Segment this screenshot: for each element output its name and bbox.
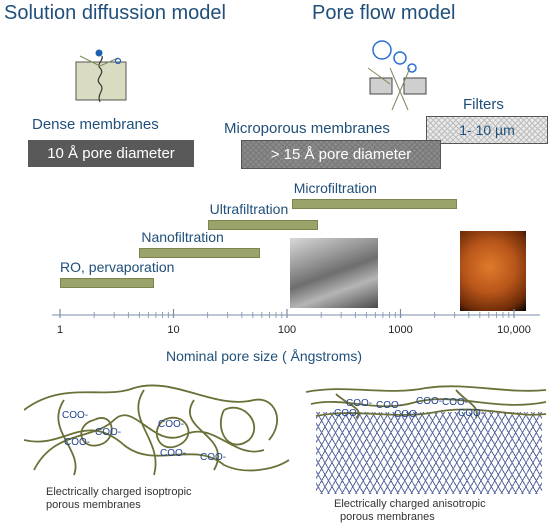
isotropic-network-illustration xyxy=(24,384,290,476)
range-bar-label-2: Nanofiltration xyxy=(141,229,224,245)
anisotropic-caption-line2: porous membranes xyxy=(340,511,435,523)
range-bar-label-4: Microfiltration xyxy=(293,180,377,196)
coo-label-5: COO- xyxy=(160,448,187,459)
coo-label-13: COO- xyxy=(458,408,485,419)
dense-pore-text: 10 Å pore diameter xyxy=(47,145,175,162)
title-solution-diffusion: Solution diffussion model xyxy=(4,2,226,24)
coo-label-8: COO- xyxy=(376,400,403,411)
pore-flow-icon xyxy=(367,40,427,111)
range-bar-3 xyxy=(207,220,318,230)
micro-pore-text: > 15 Å pore diameter xyxy=(270,146,412,163)
range-bar-label-3: Ultrafiltration xyxy=(209,201,289,217)
anisotropic-support-layer xyxy=(316,412,542,494)
anisotropic-top-layer xyxy=(306,385,547,419)
tick-label-100: 100 xyxy=(277,324,297,336)
coo-label-12: COO- xyxy=(394,409,421,420)
tick-label-10000: 10,000 xyxy=(497,324,531,336)
tick-label-1: 1 xyxy=(56,324,64,336)
coo-label-4: COO- xyxy=(158,419,185,430)
coo-label-1: COO- xyxy=(62,410,89,421)
coo-label-6: COO- xyxy=(200,452,227,463)
coo-label-2: COO- xyxy=(95,427,122,438)
micro-pore-box: > 15 Å pore diameter xyxy=(241,140,441,169)
coo-label-9: COO- xyxy=(416,396,443,407)
dense-membrane-icon xyxy=(75,49,127,103)
anisotropic-caption-line1: Electrically charged anisotropic xyxy=(334,498,486,510)
isotropic-caption-line1: Electrically charged isoptropic xyxy=(46,486,192,498)
tick-label-1000: 1000 xyxy=(388,324,413,336)
title-pore-flow: Pore flow model xyxy=(312,2,456,24)
filters-label: Filters xyxy=(463,96,504,113)
coo-label-3: COO- xyxy=(64,437,91,448)
axis-title: Nominal pore size ( Ångstroms) xyxy=(166,348,363,364)
range-bar-label-1: RO, pervaporation xyxy=(60,259,175,275)
dense-membranes-label: Dense membranes xyxy=(32,116,159,133)
coo-label-10: COO- xyxy=(442,397,469,408)
tomography-image xyxy=(460,231,526,311)
coo-label-11: COO- xyxy=(334,408,361,419)
dense-pore-box: 10 Å pore diameter xyxy=(28,140,194,167)
filters-range-box: 1- 10 µm xyxy=(426,116,548,144)
microporous-membranes-label: Microporous membranes xyxy=(224,120,390,137)
isotropic-caption-line2: porous membranes xyxy=(46,499,141,511)
range-bar-2 xyxy=(139,248,260,258)
coo-label-7: COO- xyxy=(346,398,373,409)
log-axis xyxy=(52,309,540,318)
range-bar-1 xyxy=(60,278,155,288)
tick-label-10: 10 xyxy=(167,324,180,336)
filters-range-text: 1- 10 µm xyxy=(459,122,515,138)
range-bar-4 xyxy=(291,199,457,209)
sem-micrograph-image xyxy=(290,238,378,308)
